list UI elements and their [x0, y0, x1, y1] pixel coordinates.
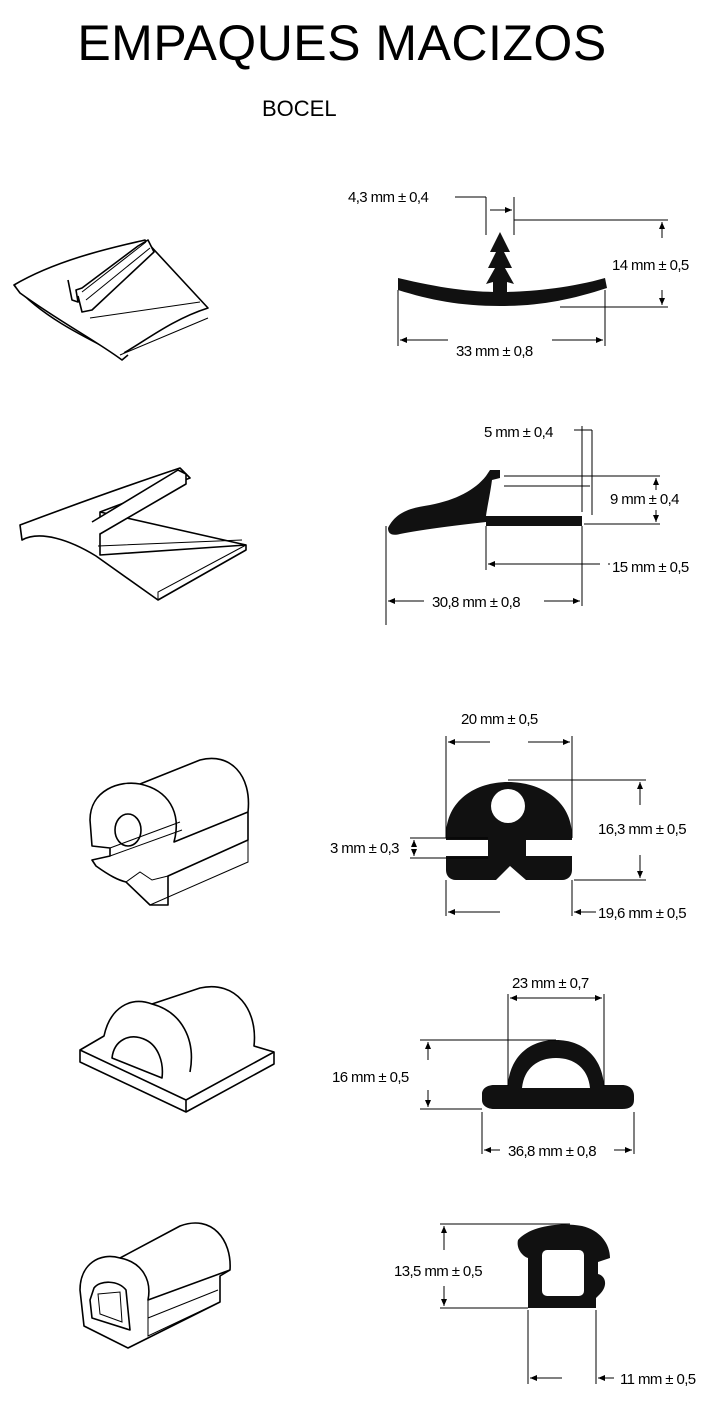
profile-2: 5 mm ± 0,4 9 mm ± 0,4 15 mm ± 0,5 30,8 m… — [19, 424, 690, 625]
page-title: EMPAQUES MACIZOS — [77, 15, 607, 71]
p3-bottom-width-label: 19,6 mm ± 0,5 — [598, 905, 686, 922]
profile-4-cross-section: 23 mm ± 0,7 16 mm ± 0,5 36,8 mm ± 0,8 — [332, 975, 635, 1160]
p3-slot-label: 3 mm ± 0,3 — [330, 840, 399, 857]
p4-bulb-width-label: 23 mm ± 0,7 — [512, 975, 589, 992]
p1-base-width-label: 33 mm ± 0,8 — [456, 343, 533, 360]
p5-width-label: 11 mm ± 0,5 — [620, 1371, 696, 1388]
profile-2-cross-section: 5 mm ± 0,4 9 mm ± 0,4 15 mm ± 0,5 30,8 m… — [385, 424, 690, 625]
profile-4: 23 mm ± 0,7 16 mm ± 0,5 36,8 mm ± 0,8 — [79, 975, 635, 1160]
p4-height-label: 16 mm ± 0,5 — [332, 1069, 409, 1086]
p3-top-width-label: 20 mm ± 0,5 — [461, 711, 538, 728]
p1-tip-width-label: 4,3 mm ± 0,4 — [348, 189, 428, 206]
p5-height-label: 13,5 mm ± 0,5 — [394, 1263, 482, 1280]
profile-5: 13,5 mm ± 0,5 11 mm ± 0,5 — [79, 1222, 696, 1388]
profile-5-cross-section: 13,5 mm ± 0,5 11 mm ± 0,5 — [394, 1223, 696, 1388]
profile-2-isometric — [19, 467, 247, 601]
p4-base-width-label: 36,8 mm ± 0,8 — [508, 1143, 596, 1160]
page-subtitle: BOCEL — [262, 96, 337, 121]
p2-height-label: 9 mm ± 0,4 — [610, 491, 679, 508]
p2-tongue-label: 15 mm ± 0,5 — [612, 559, 689, 576]
p2-lip-label: 5 mm ± 0,4 — [484, 424, 553, 441]
profile-3: 20 mm ± 0,5 3 mm ± 0,3 16,3 mm ± 0,5 19,… — [89, 711, 687, 922]
profile-4-isometric — [79, 985, 275, 1113]
profile-5-isometric — [79, 1222, 231, 1349]
profile-3-isometric — [89, 757, 250, 906]
profile-3-cross-section: 20 mm ± 0,5 3 mm ± 0,3 16,3 mm ± 0,5 19,… — [330, 711, 687, 922]
profile-1-cross-section: 4,3 mm ± 0,4 14 mm ± 0,5 33 mm ± 0,8 — [348, 189, 690, 360]
profile-1-isometric — [13, 239, 209, 361]
profile-1: 4,3 mm ± 0,4 14 mm ± 0,5 33 mm ± 0,8 — [13, 189, 690, 361]
p3-height-label: 16,3 mm ± 0,5 — [598, 821, 686, 838]
p2-total-width-label: 30,8 mm ± 0,8 — [432, 594, 520, 611]
p1-height-label: 14 mm ± 0,5 — [612, 257, 689, 274]
